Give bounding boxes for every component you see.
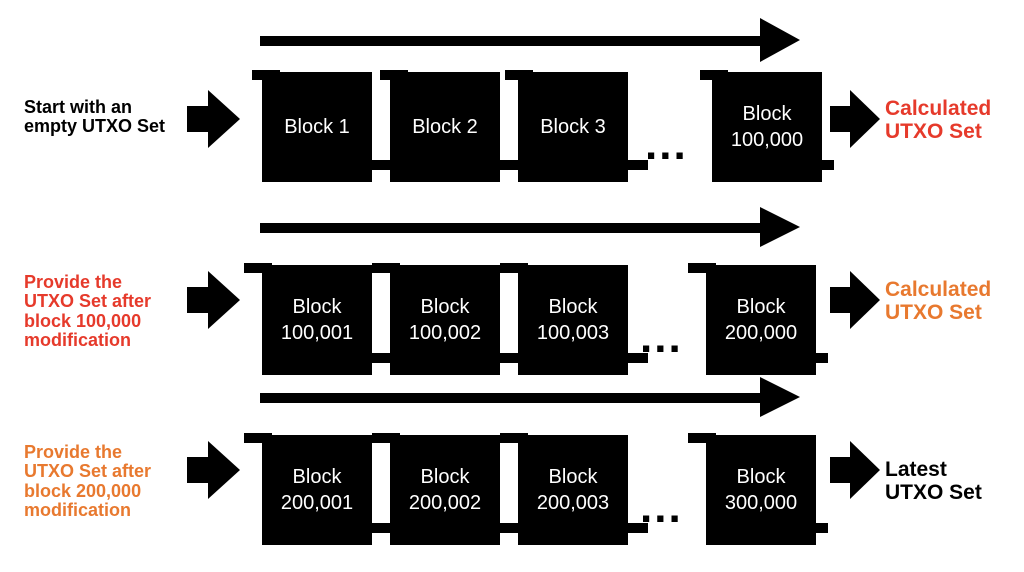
block-tab	[820, 160, 834, 170]
input-label: Provide the UTXO Set after block 200,000…	[24, 442, 152, 521]
block: Block 3	[518, 72, 628, 182]
output-label: Calculated UTXO Set	[885, 97, 992, 143]
input-label: Start with an empty UTXO Set	[24, 97, 166, 137]
block-tab	[814, 353, 828, 363]
ellipsis: ...	[645, 120, 688, 169]
chain-row-3: Provide the UTXO Set after block 200,000…	[0, 375, 1024, 545]
block-tab	[244, 263, 272, 273]
block-tab	[500, 433, 528, 443]
row-2-arrows	[187, 207, 880, 363]
block-tab	[500, 523, 520, 533]
block: Block 1	[262, 72, 372, 182]
block-tab	[372, 263, 400, 273]
output-label: Calculated UTXO Set	[885, 278, 992, 324]
output-arrow-icon	[830, 441, 880, 499]
input-arrow-icon	[187, 271, 240, 329]
progress-arrow-icon	[260, 18, 800, 62]
block-tab	[628, 160, 648, 170]
block-tab	[372, 160, 392, 170]
chain-row-2: Provide the UTXO Set after block 100,000…	[0, 205, 1024, 375]
block-tab	[814, 523, 828, 533]
block-tab	[628, 353, 648, 363]
ellipsis: ...	[640, 483, 683, 532]
row-3-arrows	[187, 377, 880, 533]
output-arrow-icon	[830, 271, 880, 329]
block-tab	[372, 433, 400, 443]
block-tab	[500, 263, 528, 273]
block-tab	[688, 433, 716, 443]
block-tab	[500, 160, 520, 170]
output-label: Latest UTXO Set	[885, 458, 982, 504]
input-arrow-icon	[187, 441, 240, 499]
block: Block 2	[390, 72, 500, 182]
block-tab	[372, 353, 392, 363]
input-arrow-icon	[187, 90, 240, 148]
chain-row-1: Start with an empty UTXO Set Block 1 Blo…	[0, 10, 1024, 182]
block-tab	[500, 353, 520, 363]
block-tab	[628, 523, 648, 533]
block-tab	[688, 263, 716, 273]
ellipsis: ...	[640, 313, 683, 362]
block-tab	[372, 523, 392, 533]
progress-arrow-icon	[260, 377, 800, 417]
row-1-arrows	[187, 18, 880, 170]
input-label: Provide the UTXO Set after block 100,000…	[24, 272, 152, 351]
block-tab	[244, 433, 272, 443]
output-arrow-icon	[830, 90, 880, 148]
progress-arrow-icon	[260, 207, 800, 247]
